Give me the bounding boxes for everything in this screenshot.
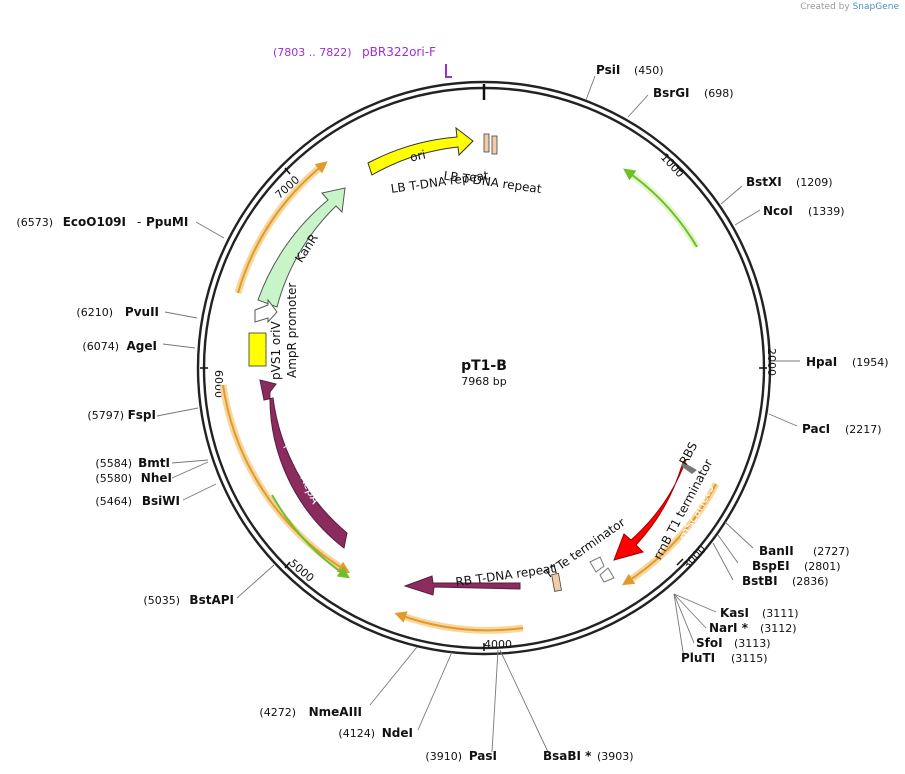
site-bstxi-pos: (1209) — [796, 176, 833, 189]
site-psii: PsiI — [596, 63, 620, 77]
feature-pvs1-repa — [259, 379, 348, 549]
annotation-arcs — [219, 161, 720, 634]
site-banii-pos: (2727) — [813, 545, 850, 558]
feature-pvs1-staa — [403, 575, 521, 596]
site-paci-pos: (2217) — [845, 423, 882, 436]
feature-rrnb-terminator — [599, 567, 615, 583]
site-kasi: KasI — [720, 606, 749, 620]
site-bstapi-pos: (5035) — [143, 594, 180, 607]
site-pluti-pos: (3115) — [731, 652, 768, 665]
site-nmeaiii-pos: (4272) — [259, 706, 296, 719]
site-psii-pos: (450) — [634, 64, 664, 77]
site-hpai-pos: (1954) — [852, 356, 889, 369]
feature-rbs-mark — [681, 462, 697, 474]
site-bstbi: BstBI — [742, 574, 778, 588]
site-bsrgi-pos: (698) — [704, 87, 734, 100]
site-bsabi-pos: (3903) — [597, 750, 634, 763]
feature-ori-arrow — [367, 126, 474, 176]
feature-kanr-arrow — [257, 187, 346, 308]
site-ecoo109i-pos: (6573) — [16, 216, 53, 229]
site-pluti: PluTI — [681, 651, 715, 665]
primer-range: (7803 .. 7822) — [273, 46, 352, 59]
site-sfoi: SfoI — [696, 636, 723, 650]
feature-ampr-label: AmpR promoter — [285, 283, 299, 378]
backbone-outer — [196, 80, 772, 656]
tick-label-3000: 3000 — [680, 543, 709, 572]
feature-ori-label: ori — [409, 148, 427, 165]
site-pvuii: PvuII — [125, 305, 159, 319]
site-agei: AgeI — [127, 339, 157, 353]
feature-t7te-terminator — [589, 556, 605, 573]
primer-arrow — [445, 64, 452, 78]
feature-t7te-label: T7Te terminator — [541, 515, 628, 582]
site-ppumi: PpuMI — [146, 215, 188, 229]
site-leaders — [156, 75, 800, 753]
feature-lb-repeat-2 — [491, 135, 498, 155]
site-ndei-pos: (4124) — [338, 727, 375, 740]
site-ncoi-pos: (1339) — [808, 205, 845, 218]
site-pasi-pos: (3910) — [425, 750, 462, 763]
plasmid-name: pT1-B — [461, 358, 507, 374]
feature-pvs1-oriv — [248, 332, 267, 367]
feature-lb-label-2: LB T-DNA repeat — [443, 169, 543, 197]
site-bsiwi: BsiWI — [142, 494, 180, 508]
site-bsabi: BsaBI * — [543, 749, 592, 763]
site-nari: NarI * — [709, 621, 749, 635]
feature-staa-label: pVS1 StaA — [436, 589, 500, 603]
site-fspi: FspI — [128, 408, 156, 422]
credit-prefix: Created by — [800, 2, 850, 12]
site-fspi-pos: (5797) — [87, 409, 124, 422]
site-bspei-pos: (2801) — [804, 560, 841, 573]
site-bmti-pos: (5584) — [95, 457, 132, 470]
tick-label-2000: 2000 — [765, 348, 778, 376]
site-agei-pos: (6074) — [82, 340, 119, 353]
site-paci: PacI — [802, 422, 830, 436]
plasmid-size: 7968 bp — [461, 375, 506, 388]
site-bstapi: BstAPI — [189, 593, 234, 607]
feature-lb-repeat-1 — [483, 133, 490, 153]
site-bspei: BspEI — [752, 559, 790, 573]
site-sfoi-pos: (3113) — [734, 637, 771, 650]
site-kasi-pos: (3111) — [762, 607, 799, 620]
site-separator: - — [137, 215, 141, 229]
site-bsrgi: BsrGI — [653, 86, 690, 100]
site-nhei: NheI — [141, 471, 172, 485]
site-bsiwi-pos: (5464) — [95, 495, 132, 508]
site-bstbi-pos: (2836) — [792, 575, 829, 588]
feature-mscarlet3-arrow — [613, 458, 688, 561]
site-nhei-pos: (5580) — [95, 472, 132, 485]
site-ndei: NdeI — [382, 726, 413, 740]
primer-name: pBR322ori-F — [362, 45, 436, 59]
site-nari-pos: (3112) — [760, 622, 797, 635]
site-banii: BanII — [759, 544, 794, 558]
feature-oriv-label: pVS1 oriV — [269, 320, 283, 380]
feature-rbs-label: RBS — [677, 440, 701, 468]
site-hpai: HpaI — [806, 355, 837, 369]
feature-ampr-promoter — [254, 298, 278, 324]
credit-text: Created by SnapGene — [800, 2, 899, 12]
site-bstxi: BstXI — [746, 175, 782, 189]
site-pvuii-pos: (6210) — [76, 306, 113, 319]
feature-rb-repeat — [551, 572, 562, 592]
site-bmti: BmtI — [138, 456, 170, 470]
site-ncoi: NcoI — [763, 204, 793, 218]
tick-label-4000: 4000 — [484, 638, 512, 651]
tick-label-1000: 1000 — [658, 151, 687, 180]
site-ecoo109i: EcoO109I — [63, 215, 126, 229]
site-pasi: PasI — [469, 749, 497, 763]
site-nmeaiii: NmeAIII — [309, 705, 362, 719]
credit-brand: SnapGene — [852, 2, 899, 12]
